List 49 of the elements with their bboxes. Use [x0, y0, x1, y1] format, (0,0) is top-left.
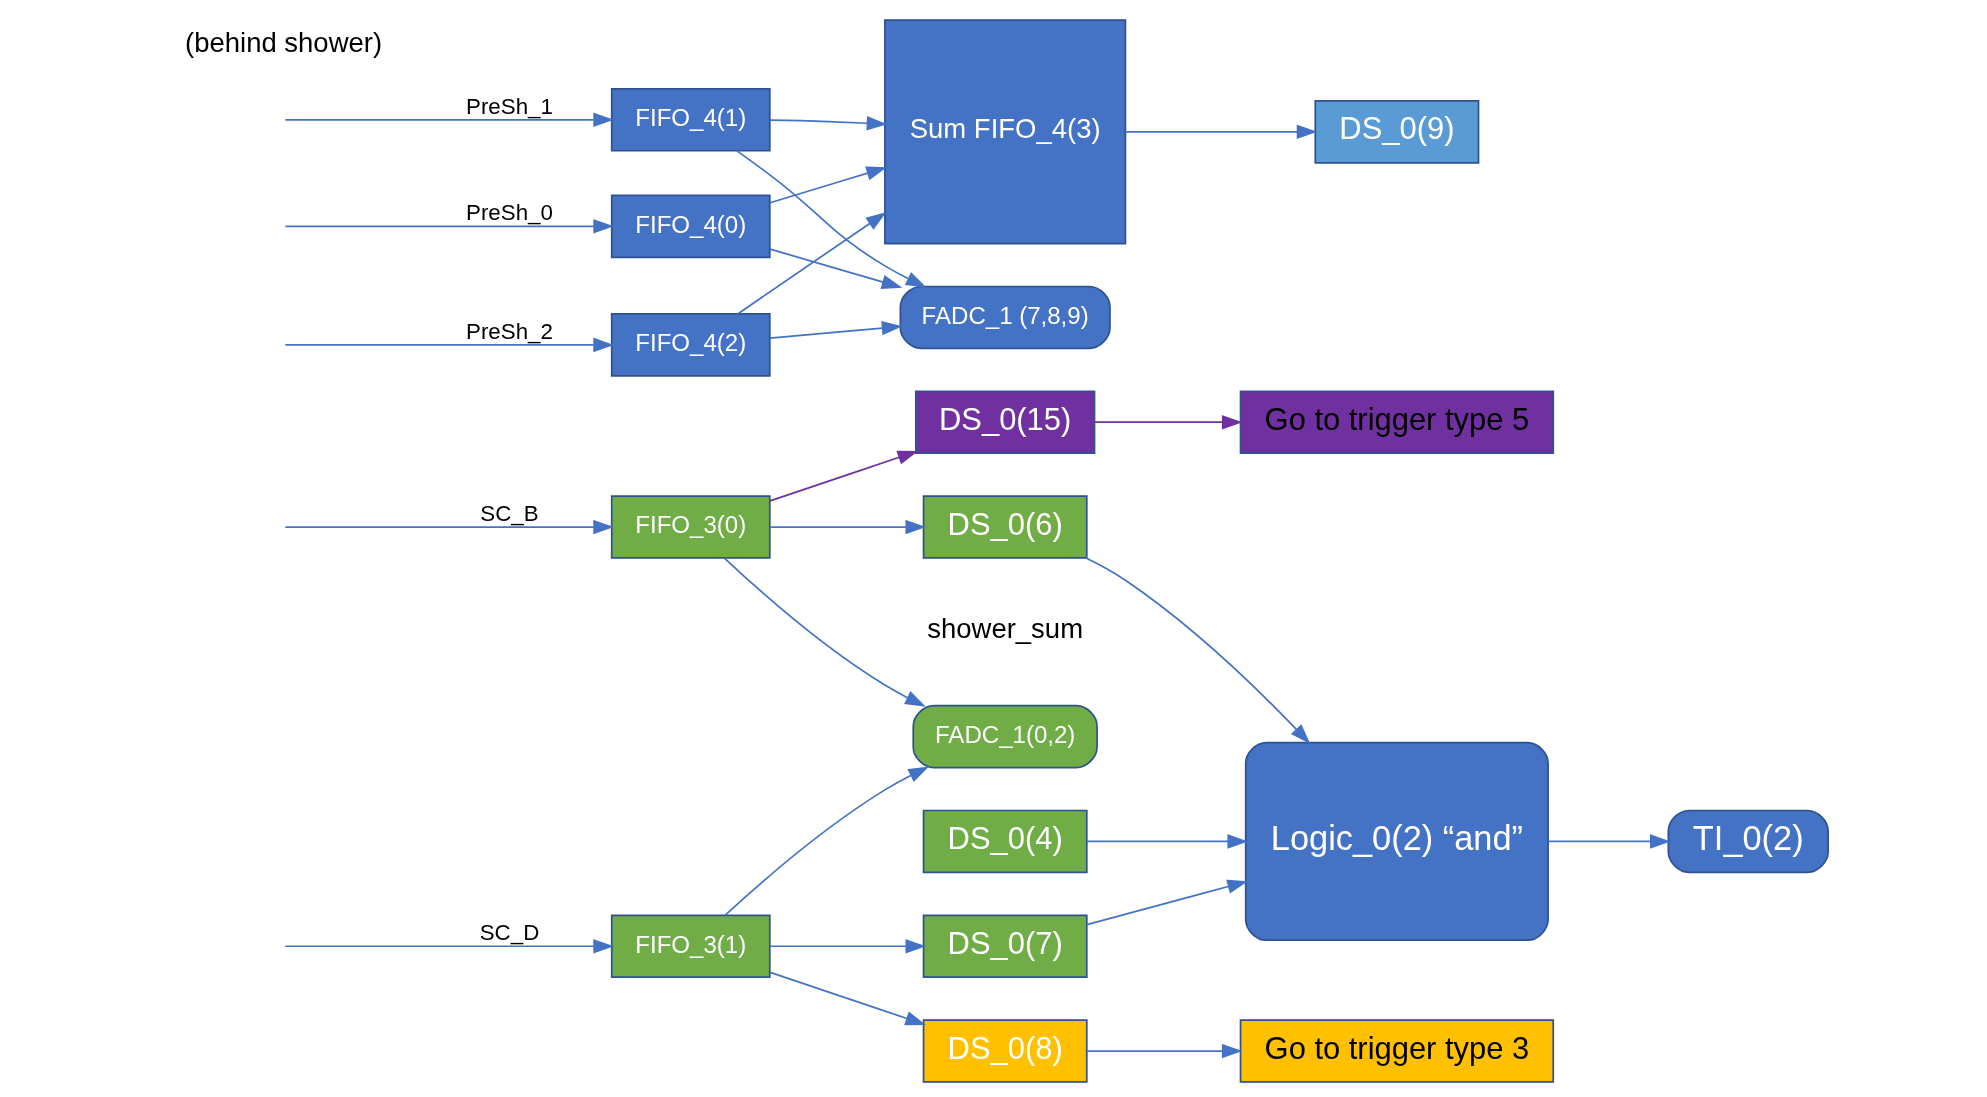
node-box: FIFO_4(2)	[610, 313, 771, 377]
arrow	[768, 939, 926, 954]
arrow	[1085, 834, 1248, 849]
node-box: DS_0(9)	[1313, 100, 1479, 164]
node-box: Sum FIFO_4(3)	[883, 19, 1126, 245]
node-box: DS_0(15)	[914, 390, 1095, 454]
arrow	[768, 248, 902, 289]
node-box: TI_0(2)	[1667, 809, 1829, 874]
arrow	[284, 112, 614, 128]
node-box: Go to trigger type 5	[1239, 390, 1554, 454]
node-box: DS_0(4)	[922, 809, 1088, 874]
arrow	[284, 337, 614, 353]
node-box: FIFO_4(1)	[610, 88, 771, 152]
arrow	[284, 519, 614, 535]
arrow	[284, 939, 614, 954]
label: shower_sum	[926, 613, 1083, 645]
arrow	[1093, 415, 1243, 430]
node-box: DS_0(8)	[922, 1019, 1088, 1083]
node-box: Go to trigger type 3	[1239, 1019, 1554, 1083]
arrow	[768, 320, 902, 339]
edge-label: PreSh_0	[465, 200, 553, 226]
arrow	[1085, 879, 1248, 926]
node-box: FADC_1(0,2)	[911, 704, 1098, 769]
arrow	[723, 557, 926, 707]
node-box: FADC_1 (7,8,9)	[899, 285, 1111, 350]
node-box: FIFO_3(1)	[610, 914, 771, 978]
edge-label: PreSh_1	[465, 93, 553, 119]
arrow	[1546, 834, 1671, 849]
arrow	[1084, 557, 1310, 745]
arrow	[768, 519, 926, 535]
node-box: FIFO_3(0)	[610, 495, 771, 559]
arrow	[768, 971, 926, 1026]
arrow	[284, 219, 614, 234]
edge-label: SC_D	[479, 920, 539, 946]
node-box: FIFO_4(0)	[610, 194, 771, 259]
arrow	[1085, 1043, 1243, 1059]
arrow	[735, 150, 927, 288]
arrow	[736, 212, 886, 315]
arrow	[1124, 124, 1317, 140]
arrow	[768, 116, 887, 131]
node-box: DS_0(7)	[922, 914, 1088, 978]
edge-label: PreSh_2	[465, 318, 553, 344]
edge-label: SC_B	[479, 500, 539, 526]
arrow	[723, 766, 929, 916]
arrow	[768, 166, 887, 204]
node-box: DS_0(6)	[922, 495, 1088, 559]
label: (behind shower)	[184, 27, 382, 59]
node-box: Logic_0(2) “and”	[1244, 741, 1549, 942]
arrow	[768, 450, 918, 502]
